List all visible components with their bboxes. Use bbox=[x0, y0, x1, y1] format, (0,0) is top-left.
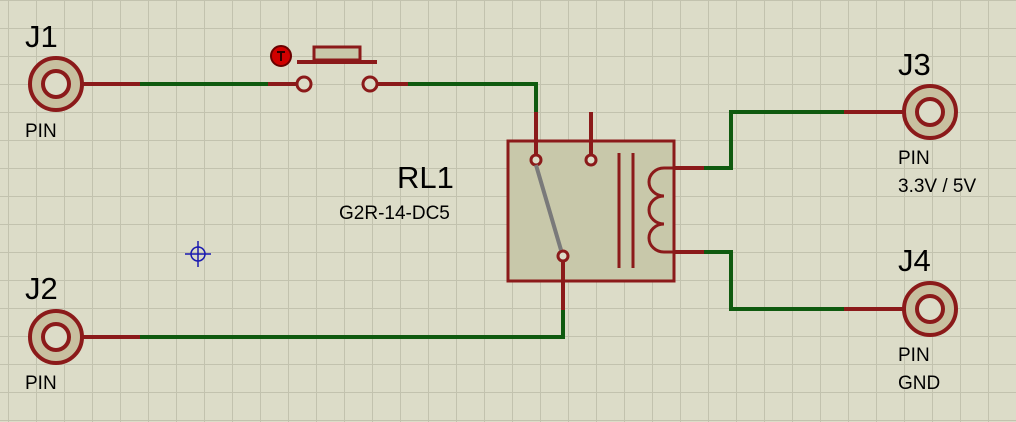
relay-switch-arm bbox=[534, 164, 563, 251]
connector-j3-hole bbox=[915, 97, 945, 127]
connector-j2-value: PIN bbox=[25, 373, 57, 394]
button-contact-left bbox=[295, 75, 313, 93]
button-contact-right bbox=[361, 75, 379, 93]
connector-j2-ref: J2 bbox=[25, 271, 58, 306]
connector-j1-value: PIN bbox=[25, 121, 57, 142]
connector-j1[interactable]: J1 PIN bbox=[25, 19, 84, 142]
button-cap bbox=[312, 45, 362, 62]
connector-j4[interactable]: J4 PIN GND bbox=[898, 243, 958, 394]
relay-coil-icon bbox=[647, 166, 674, 254]
connector-j4-note: GND bbox=[898, 373, 940, 394]
connector-j1-ref: J1 bbox=[25, 19, 58, 54]
wire-relay-coil-j3[interactable] bbox=[704, 110, 844, 170]
wire-button-relay-com[interactable] bbox=[408, 82, 538, 112]
connector-j3[interactable]: J3 PIN 3.3V / 5V bbox=[898, 47, 976, 197]
connector-j3-value: PIN bbox=[898, 148, 930, 169]
button-state-indicator-icon[interactable] bbox=[270, 45, 292, 67]
connector-j2-hole bbox=[41, 322, 71, 352]
connector-j3-note: 3.3V / 5V bbox=[898, 176, 976, 197]
connector-j4-value: PIN bbox=[898, 345, 930, 366]
relay-rl1[interactable]: RL1 G2R-14-DC5 bbox=[339, 112, 704, 310]
relay-contact-no bbox=[556, 249, 570, 263]
wire-relay-coil-j4[interactable] bbox=[704, 250, 844, 311]
relay-ref: RL1 bbox=[397, 160, 454, 195]
connector-j3-ref: J3 bbox=[898, 47, 931, 82]
origin-marker-icon bbox=[185, 241, 211, 267]
connector-j4-ref: J4 bbox=[898, 243, 931, 278]
connector-j4-hole bbox=[915, 294, 945, 324]
relay-part: G2R-14-DC5 bbox=[339, 203, 450, 224]
connector-j2[interactable]: J2 PIN bbox=[25, 271, 84, 394]
wire-j2-relay-no[interactable] bbox=[140, 310, 565, 339]
relay-contact-nc bbox=[584, 153, 598, 167]
relay-contact-com bbox=[529, 153, 543, 167]
push-button[interactable] bbox=[270, 45, 379, 93]
connector-j1-hole bbox=[41, 69, 71, 99]
